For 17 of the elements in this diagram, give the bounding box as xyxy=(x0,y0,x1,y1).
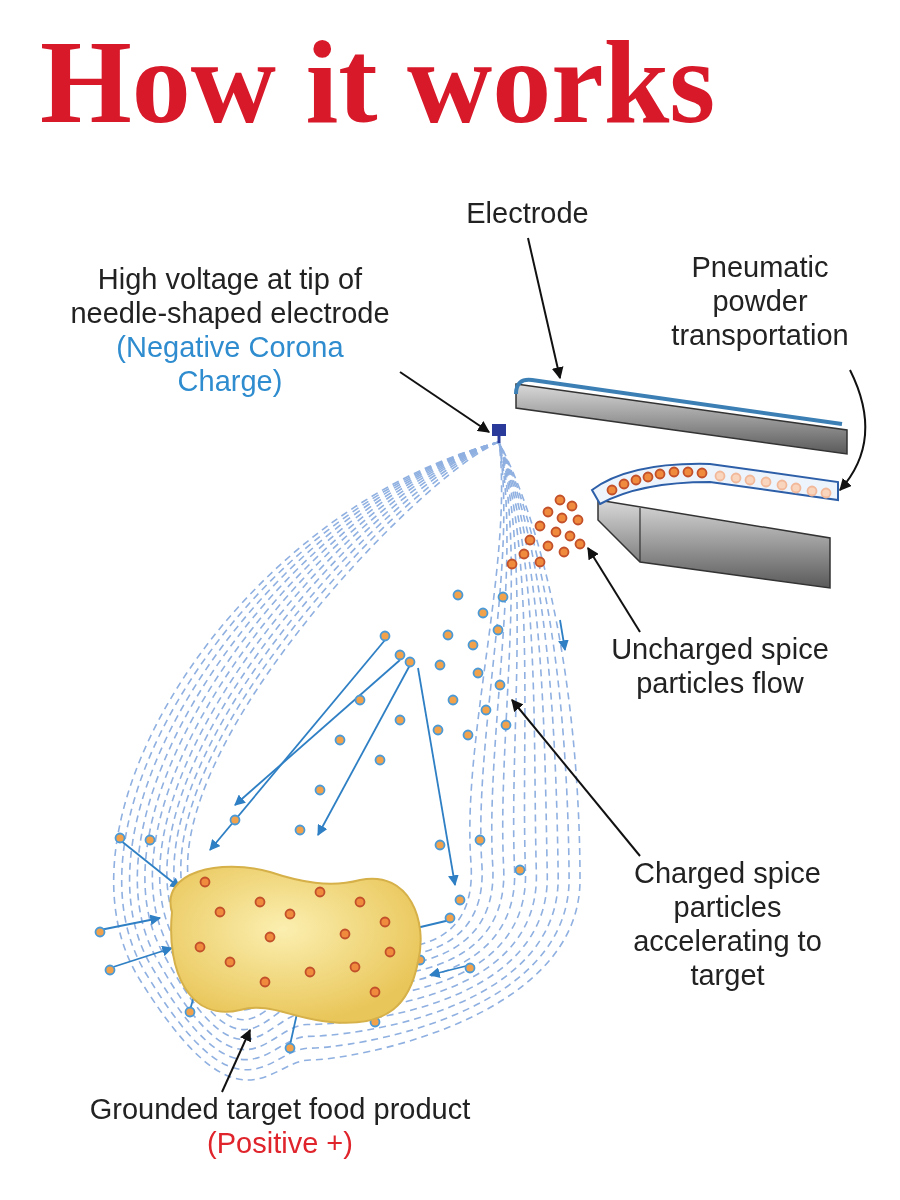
leader-line xyxy=(527,237,564,380)
needle-electrode-drawing xyxy=(489,424,509,444)
leader-line xyxy=(587,547,641,633)
callout-text: Pneumatic powder transportation xyxy=(650,250,870,370)
leader-line xyxy=(839,369,867,491)
callout-text: Electrode xyxy=(445,196,610,238)
title: How it works xyxy=(40,18,716,148)
charge-note: (Negative Corona Charge) xyxy=(115,330,345,398)
powder-tube-drawing xyxy=(590,460,840,508)
charge-note: (Positive +) xyxy=(207,1127,353,1159)
leader-line xyxy=(221,1028,251,1093)
callout-text: Charged spice particles accelerating to target xyxy=(600,856,855,996)
callout-text: Grounded target food product xyxy=(89,1093,471,1125)
callout-text: High voltage at tip of needle-shaped electrode xyxy=(69,262,391,330)
callout-text: Uncharged spice particles flow xyxy=(575,632,865,712)
leader-line xyxy=(399,371,490,433)
leader-line xyxy=(511,699,641,857)
